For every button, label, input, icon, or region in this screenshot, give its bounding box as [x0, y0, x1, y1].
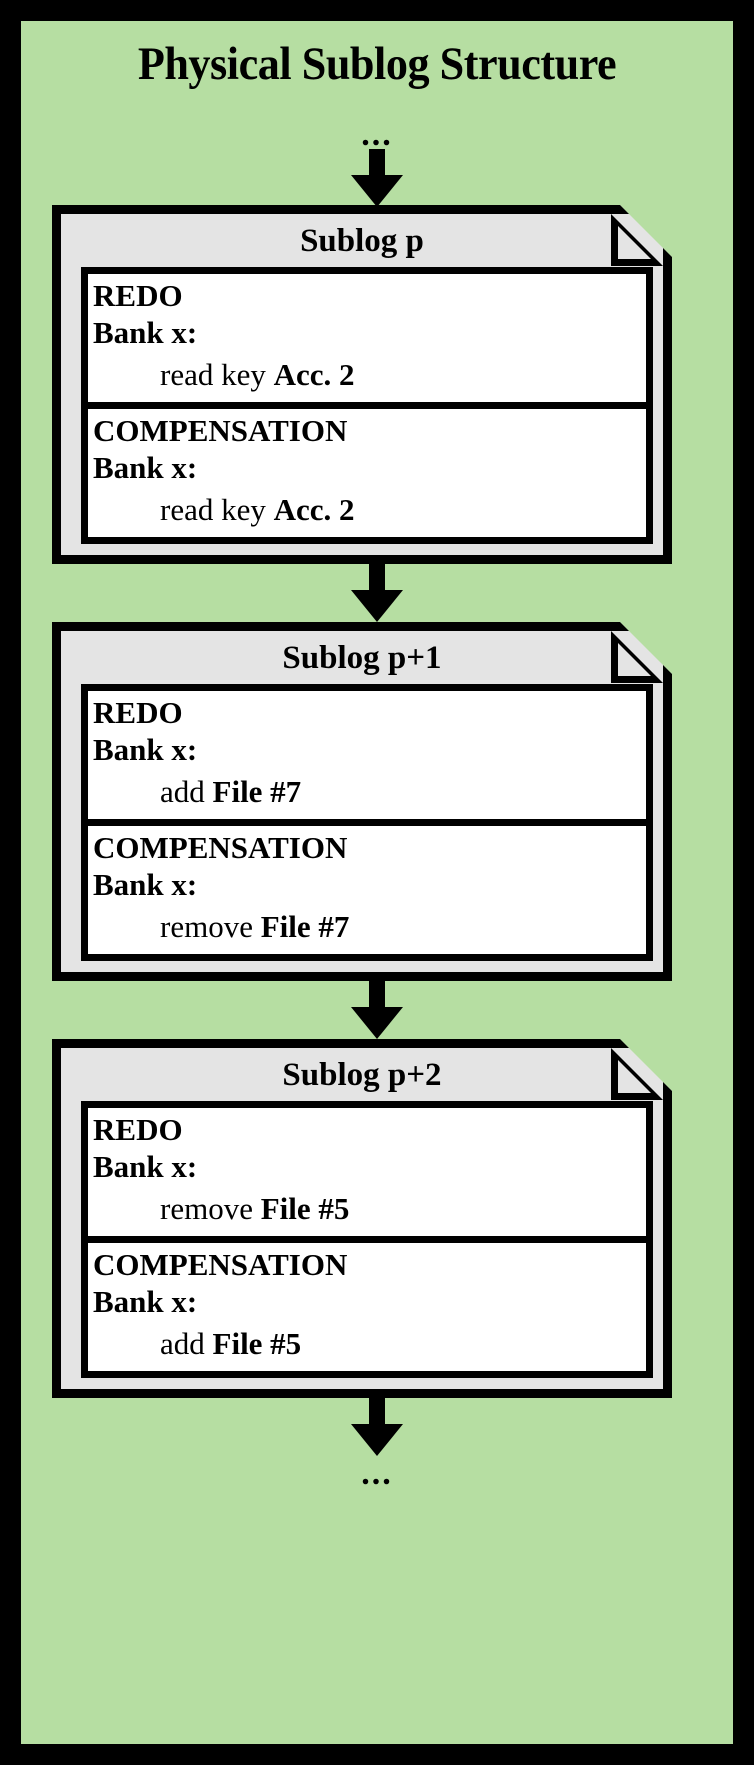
record-operation: remove File #5 — [88, 1186, 646, 1236]
arrow-sublog-1-to-2 — [21, 981, 733, 1039]
record-operation: add File #5 — [88, 1321, 646, 1371]
arrow-head — [351, 1007, 403, 1039]
sublog-title: Sublog p+2 — [282, 1057, 442, 1093]
record-op-target: Acc. 2 — [273, 357, 355, 392]
record-op-verb: remove — [160, 1191, 253, 1226]
log-record[interactable]: COMPENSATION Bank x: read key Acc. 2 — [88, 402, 646, 537]
log-record[interactable]: REDO Bank x: add File #7 — [88, 691, 646, 819]
record-operation: read key Acc. 2 — [88, 487, 646, 537]
arrow-into-sublog-0 — [21, 149, 733, 207]
record-type: REDO — [93, 1112, 183, 1147]
arrow-head — [351, 1424, 403, 1456]
arrow-shaft — [369, 149, 385, 179]
arrow-head — [351, 590, 403, 622]
record-op-verb: read key — [160, 357, 266, 392]
log-record[interactable]: COMPENSATION Bank x: remove File #7 — [88, 819, 646, 954]
diagram-canvas: Physical Sublog Structure ... Sublog p R… — [21, 21, 733, 1744]
record-op-verb: add — [160, 1326, 205, 1361]
record-bank: Bank x: — [93, 1284, 198, 1319]
record-operation: add File #7 — [88, 769, 646, 819]
record-list: REDO Bank x: add File #7 COMPENSATION Ba… — [81, 684, 653, 961]
record-list: REDO Bank x: read key Acc. 2 COMPENSATIO… — [81, 267, 653, 544]
arrow-out-of-sublog-2 — [21, 1398, 733, 1456]
record-op-target: File #5 — [212, 1326, 302, 1361]
top-ellipsis: ... — [361, 116, 393, 153]
record-bank: Bank x: — [93, 867, 198, 902]
sublog-node-1[interactable]: Sublog p+1 REDO Bank x: add File #7 COMP… — [52, 622, 672, 981]
record-type: COMPENSATION — [93, 1247, 348, 1282]
record-operation: remove File #7 — [88, 904, 646, 954]
record-type: COMPENSATION — [93, 413, 348, 448]
arrow-shaft — [369, 981, 385, 1011]
record-op-target: File #7 — [260, 909, 350, 944]
arrow-shaft — [369, 564, 385, 594]
record-op-target: Acc. 2 — [273, 492, 355, 527]
arrow-head — [351, 175, 403, 207]
record-operation: read key Acc. 2 — [88, 352, 646, 402]
record-bank: Bank x: — [93, 1149, 198, 1184]
arrow-shaft — [369, 1398, 385, 1428]
page-title: Physical Sublog Structure — [137, 38, 617, 90]
record-type: COMPENSATION — [93, 830, 348, 865]
sublog-title: Sublog p — [300, 223, 424, 259]
record-type: REDO — [93, 695, 183, 730]
record-op-target: File #7 — [212, 774, 302, 809]
record-type: REDO — [93, 278, 183, 313]
record-op-verb: read key — [160, 492, 266, 527]
log-record[interactable]: REDO Bank x: remove File #5 — [88, 1108, 646, 1236]
record-bank: Bank x: — [93, 315, 198, 350]
record-bank: Bank x: — [93, 450, 198, 485]
sublog-title: Sublog p+1 — [282, 640, 442, 676]
arrow-sublog-0-to-1 — [21, 564, 733, 622]
sublog-node-2[interactable]: Sublog p+2 REDO Bank x: remove File #5 C… — [52, 1039, 672, 1398]
sublog-node-0[interactable]: Sublog p REDO Bank x: read key Acc. 2 CO… — [52, 205, 672, 564]
record-op-verb: add — [160, 774, 205, 809]
record-op-verb: remove — [160, 909, 253, 944]
log-record[interactable]: REDO Bank x: read key Acc. 2 — [88, 274, 646, 402]
bottom-ellipsis: ... — [361, 1455, 393, 1492]
record-bank: Bank x: — [93, 732, 198, 767]
record-op-target: File #5 — [260, 1191, 350, 1226]
log-record[interactable]: COMPENSATION Bank x: add File #5 — [88, 1236, 646, 1371]
record-list: REDO Bank x: remove File #5 COMPENSATION… — [81, 1101, 653, 1378]
